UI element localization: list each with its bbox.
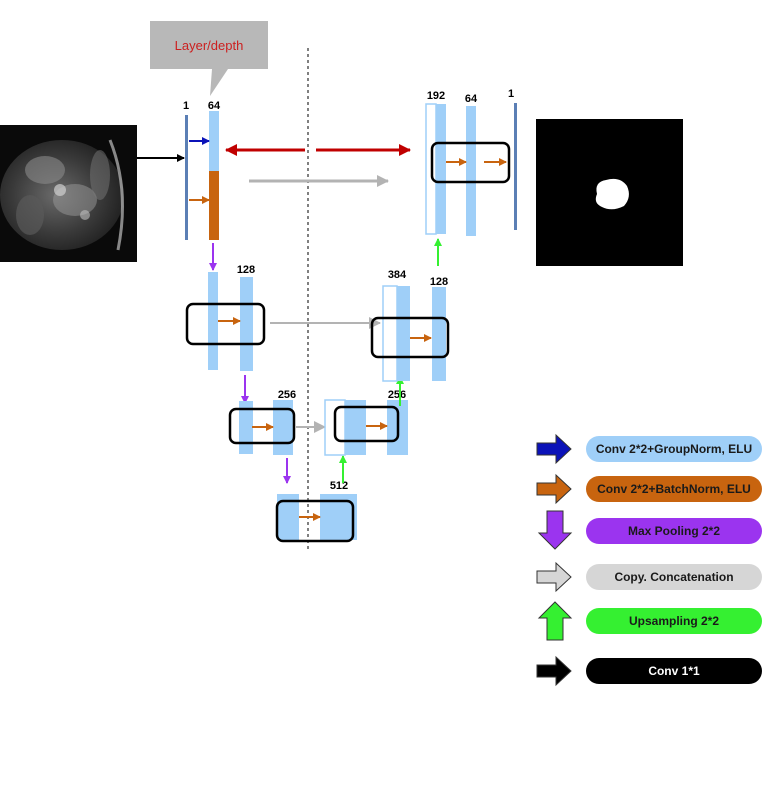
legend: Conv 2*2+GroupNorm, ELU Conv 2*2+BatchNor… [536,433,762,687]
depth-label-dec2: 128 [430,276,448,288]
feature-map-enc1-batchnorm [209,171,219,240]
right-arrow-icon [536,473,572,505]
legend-pill [586,564,762,590]
depth-label-dec3: 256 [388,389,406,401]
depth-label-enc2: 128 [237,264,255,276]
depth-label-dec1: 64 [465,93,478,105]
legend-item: Conv 2*2+GroupNorm, ELU [536,433,762,465]
conv-block-enc3 [228,407,296,445]
legend-item: Conv 2*2+BatchNorm, ELU [536,473,762,505]
legend-pill [586,658,762,684]
feature-map-enc2-b [240,277,253,371]
legend-label: Upsampling 2*2 [629,614,719,628]
feature-map-enc3-a [239,401,253,454]
depth-label-dec1-concat: 192 [427,90,445,102]
feature-map-input [185,115,188,240]
feature-map-dec2-concat-copy [382,285,398,382]
right-arrow-icon [536,433,572,465]
feature-map-enc2-a [208,272,218,370]
conv-block-dec1 [430,141,511,184]
feature-map-dec1 [466,106,476,236]
feature-map-enc1-groupnorm [209,111,219,171]
up-arrow-icon [537,601,573,641]
legend-label: Conv 2*2+GroupNorm, ELU [596,442,752,456]
feature-map-bottleneck-a [277,494,299,540]
feature-map-enc3-b [273,400,293,455]
depth-label-dec2-concat: 384 [388,269,407,281]
conv-block-dec3 [333,405,400,443]
right-arrow-icon [536,561,572,593]
callout-pointer [210,69,228,96]
conv-block-bottleneck [275,499,355,543]
legend-item: Copy. Concatenation [536,561,762,593]
legend-label: Conv 1*1 [648,664,700,678]
depth-label-enc1-in: 1 [183,100,189,112]
conv-block-enc2 [185,302,266,346]
layer-depth-callout: Layer/depth [150,21,268,96]
input-mri-image [0,125,137,262]
feature-map-dec2-concat-up [397,286,410,381]
callout-label: Layer/depth [175,38,244,53]
legend-label: Conv 2*2+BatchNorm, ELU [597,482,751,496]
legend-pill [586,518,762,544]
depth-label-enc1-out: 64 [208,100,221,112]
legend-pill [586,608,762,634]
depth-label-enc3: 256 [278,389,296,401]
legend-pill [586,476,762,502]
depth-label-bottleneck: 512 [330,480,348,492]
output-segmentation-mask [536,119,683,266]
down-arrow-icon [537,510,573,550]
legend-item: Upsampling 2*2 [537,601,762,641]
legend-pill [586,436,762,462]
legend-item: Max Pooling 2*2 [537,510,762,550]
depth-label-out: 1 [508,88,514,100]
feature-map-output [514,103,517,230]
callout-box [150,21,268,69]
legend-item: Conv 1*1 [536,655,762,687]
right-arrow-icon [536,655,572,687]
feature-map-dec1-concat-up [436,104,446,234]
feature-map-dec2 [432,287,446,381]
legend-label: Max Pooling 2*2 [628,524,720,538]
conv-block-dec2 [370,316,450,359]
legend-label: Copy. Concatenation [614,570,733,584]
